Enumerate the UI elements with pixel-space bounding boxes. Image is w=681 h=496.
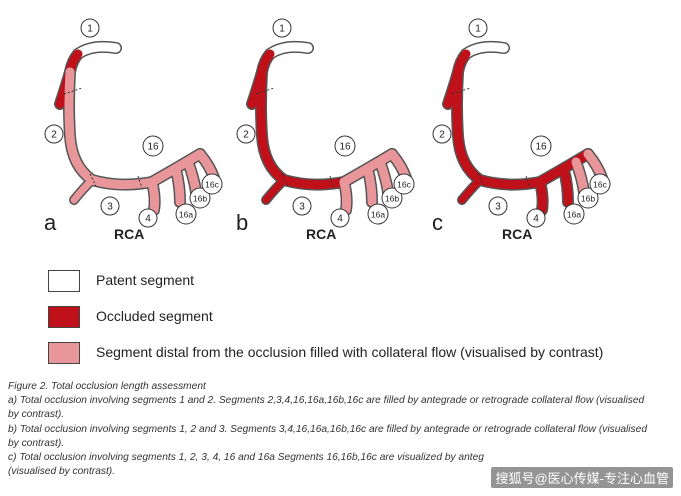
segment-label-text: 16 — [339, 142, 351, 153]
artery-segment-16a — [559, 165, 573, 207]
segment-label-16b: 16b — [381, 187, 403, 209]
segment-label-text: 16a — [179, 210, 193, 220]
segment-label-text: 16 — [147, 142, 159, 153]
segment-label-text: 16a — [371, 210, 385, 220]
legend-swatch-distal — [48, 342, 80, 364]
legend-label-occluded: Occluded segment — [96, 308, 213, 324]
segment-label-text: 3 — [299, 202, 305, 213]
artery-segment-16a — [363, 165, 377, 207]
caption-line: c) Total occlusion involving segments 1,… — [8, 452, 484, 464]
segment-label-4: 4 — [330, 208, 350, 228]
caption-title: Figure 2. Total occlusion length assessm… — [8, 381, 206, 392]
segment-label-1: 1 — [80, 18, 100, 38]
artery-segment-16a — [171, 165, 185, 207]
segment-label-text: 4 — [145, 214, 151, 225]
panel-letter: c — [432, 210, 443, 235]
segment-label-text: 1 — [279, 24, 285, 35]
segment-label-2: 2 — [44, 124, 64, 144]
vessel-label: RCA — [114, 226, 145, 242]
segment-label-text: 16c — [397, 180, 411, 190]
caption-line: (visualised by contrast). — [8, 466, 116, 478]
artery-segment-4 — [147, 177, 160, 215]
segment-label-16a: 16a — [175, 203, 197, 225]
segment-label-text: 16c — [593, 180, 607, 190]
segment-label-16a: 16a — [563, 203, 585, 225]
segment-label-16b: 16b — [189, 187, 211, 209]
artery-segment-3 — [279, 175, 349, 190]
segment-label-3: 3 — [292, 196, 312, 216]
vessel-label: RCA — [502, 226, 533, 242]
segment-label-text: 3 — [495, 202, 501, 213]
segment-label-1: 1 — [468, 18, 488, 38]
artery-segment-2 — [64, 67, 97, 185]
segment-label-text: 2 — [439, 130, 445, 141]
segment-label-3: 3 — [100, 196, 120, 216]
segment-label-16: 16 — [334, 135, 356, 157]
artery-segment-2 — [452, 67, 485, 185]
caption-line: b) Total occlusion involving segments 1,… — [8, 423, 647, 435]
segment-label-text: 16b — [385, 194, 399, 204]
segment-label-text: 1 — [475, 24, 481, 35]
segment-divider — [63, 87, 83, 95]
segment-label-text: 4 — [337, 214, 343, 225]
legend-swatch-patent — [48, 270, 80, 292]
artery-segment-2 — [256, 67, 289, 185]
segment-label-text: 3 — [107, 202, 113, 213]
figure-caption: Figure 2. Total occlusion length assessm… — [8, 380, 676, 479]
segment-label-16a: 16a — [367, 203, 389, 225]
legend-label-distal: Segment distal from the occlusion filled… — [96, 344, 604, 360]
legend-label-patent: Patent segment — [96, 272, 195, 288]
segment-divider — [451, 87, 471, 95]
segment-label-1: 1 — [272, 18, 292, 38]
segment-label-text: 16 — [535, 142, 547, 153]
segment-label-16: 16 — [142, 135, 164, 157]
panel-letter: a — [44, 210, 57, 235]
caption-line: a) Total occlusion involving segments 1 … — [8, 395, 645, 407]
segment-label-text: 1 — [87, 24, 93, 35]
artery-segment-3 — [87, 175, 157, 190]
artery-segment-4 — [339, 177, 352, 215]
caption-line: by contrast). — [8, 409, 65, 421]
segment-label-text: 2 — [51, 130, 57, 141]
vessel-label: RCA — [306, 226, 337, 242]
caption-line: by contrast). — [8, 437, 65, 449]
segment-label-4: 4 — [138, 208, 158, 228]
segment-label-16c: 16c — [393, 173, 415, 195]
segment-label-2: 2 — [236, 124, 256, 144]
segment-label-4: 4 — [526, 208, 546, 228]
panel-letter: b — [236, 210, 249, 235]
artery-segment-3 — [475, 175, 545, 190]
legend-swatch-occluded — [48, 306, 80, 328]
segment-label-3: 3 — [488, 196, 508, 216]
segment-label-text: 16c — [205, 180, 219, 190]
segment-label-text: 16b — [581, 194, 595, 204]
segment-label-text: 16b — [193, 194, 207, 204]
segment-label-text: 4 — [533, 214, 539, 225]
segment-label-16c: 16c — [201, 173, 223, 195]
segment-label-2: 2 — [432, 124, 452, 144]
segment-label-text: 2 — [243, 130, 249, 141]
segment-label-16b: 16b — [577, 187, 599, 209]
watermark-text: 搜狐号@医心传媒-专注心血管 — [491, 467, 673, 488]
segment-label-16: 16 — [530, 135, 552, 157]
segment-divider — [255, 87, 275, 95]
segment-label-16c: 16c — [589, 173, 611, 195]
segment-label-text: 16a — [567, 210, 581, 220]
artery-segment-4 — [535, 177, 548, 215]
